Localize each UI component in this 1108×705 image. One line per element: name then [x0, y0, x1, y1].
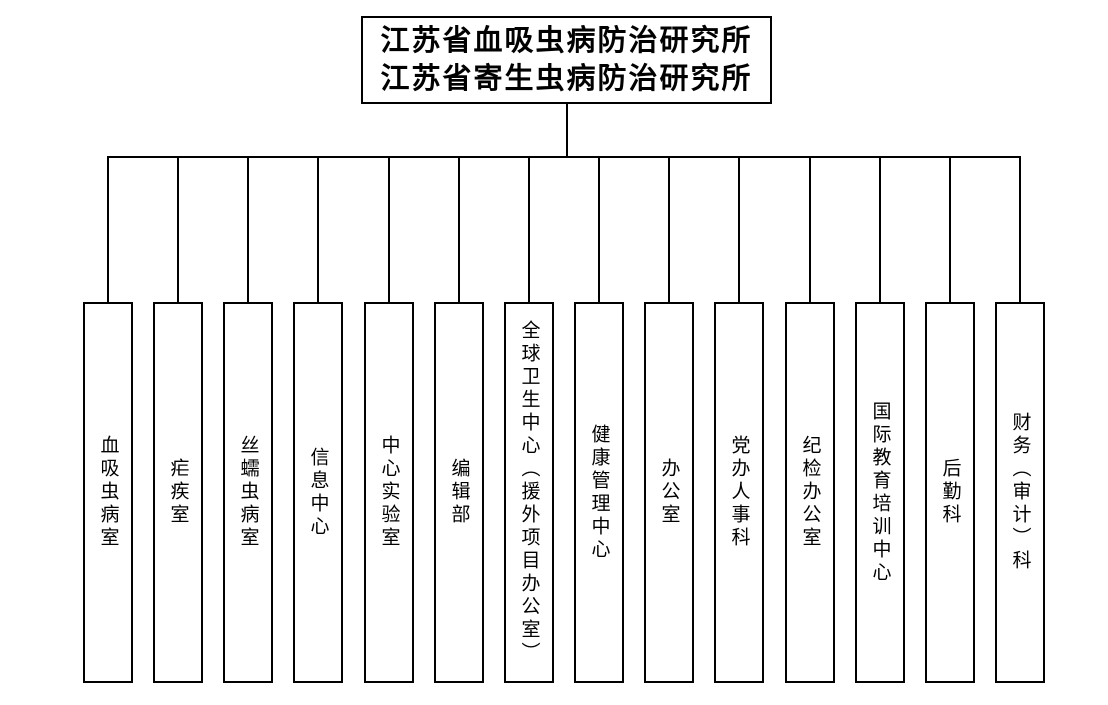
- connector-branch-line: [879, 156, 881, 302]
- root-org-name-line1: 江苏省血吸虫病防治研究所: [380, 25, 753, 57]
- dept-label: 信息中心: [307, 446, 329, 539]
- dept-label: 党办人事科: [728, 435, 750, 550]
- connector-branch-line: [177, 156, 179, 302]
- dept-box: 健康管理中心: [574, 302, 624, 683]
- dept-box: 后勤科: [925, 302, 975, 683]
- dept-box: 编辑部: [434, 302, 484, 683]
- dept-label: 丝蠕虫病室: [237, 435, 259, 550]
- dept-label: 国际教育培训中心: [869, 400, 891, 585]
- connector-branch-line: [1019, 156, 1021, 302]
- connector-branch-line: [738, 156, 740, 302]
- root-org-box: 江苏省血吸虫病防治研究所 江苏省寄生虫病防治研究所: [361, 16, 772, 104]
- connector-branch-line: [317, 156, 319, 302]
- dept-box: 纪检办公室: [785, 302, 835, 683]
- dept-box: 财务（审计）科: [995, 302, 1045, 683]
- dept-box: 中心实验室: [364, 302, 414, 683]
- dept-label: 中心实验室: [378, 435, 400, 550]
- connector-rail-line: [107, 156, 1021, 158]
- dept-label: 财务（审计）科: [1009, 412, 1031, 573]
- connector-branch-line: [458, 156, 460, 302]
- connector-root-line: [566, 103, 568, 158]
- dept-label: 办公室: [658, 458, 680, 527]
- dept-box: 党办人事科: [714, 302, 764, 683]
- dept-box: 国际教育培训中心: [855, 302, 905, 683]
- dept-label: 疟疾室: [167, 458, 189, 527]
- dept-box: 全球卫生中心（援外项目办公室）: [504, 302, 554, 683]
- dept-label: 血吸虫病室: [97, 435, 119, 550]
- dept-box: 信息中心: [293, 302, 343, 683]
- dept-box: 疟疾室: [153, 302, 203, 683]
- connector-branch-line: [528, 156, 530, 302]
- connector-branch-line: [809, 156, 811, 302]
- dept-box: 丝蠕虫病室: [223, 302, 273, 683]
- connector-branch-line: [598, 156, 600, 302]
- dept-label: 健康管理中心: [588, 423, 610, 562]
- connector-branch-line: [107, 156, 109, 302]
- root-org-name-line2: 江苏省寄生虫病防治研究所: [380, 63, 753, 95]
- connector-branch-line: [247, 156, 249, 302]
- connector-branch-line: [949, 156, 951, 302]
- dept-box: 血吸虫病室: [83, 302, 133, 683]
- connector-branch-line: [668, 156, 670, 302]
- connector-branch-line: [388, 156, 390, 302]
- dept-label: 后勤科: [939, 458, 961, 527]
- dept-label: 全球卫生中心（援外项目办公室）: [518, 320, 540, 665]
- dept-label: 纪检办公室: [799, 435, 821, 550]
- dept-box: 办公室: [644, 302, 694, 683]
- dept-label: 编辑部: [448, 458, 470, 527]
